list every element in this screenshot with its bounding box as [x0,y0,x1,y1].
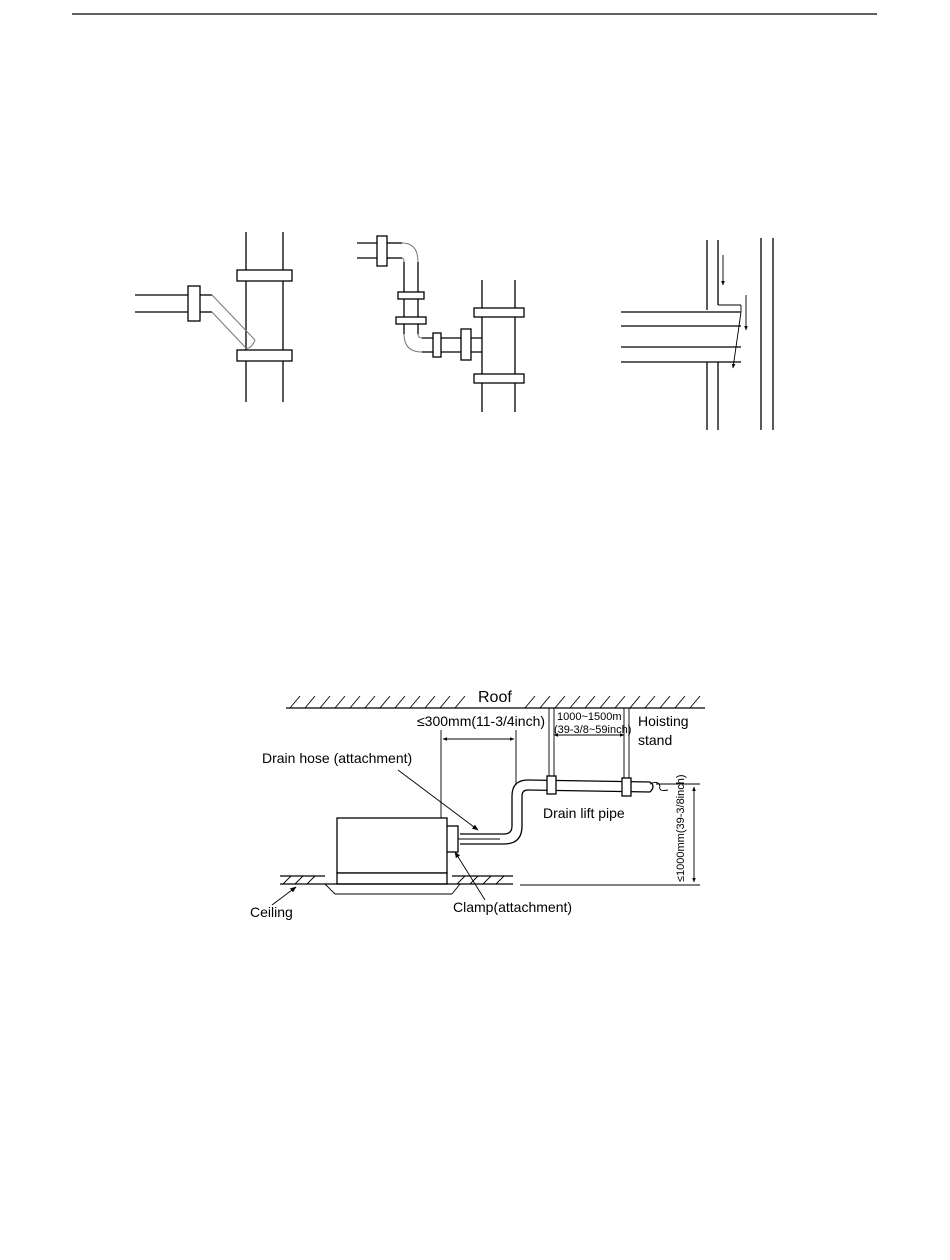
lift-height-label: ≤1000mm(39-3/8inch) [675,774,687,882]
ceiling-label: Ceiling [250,904,293,920]
drain-lift-pipe-label: Drain lift pipe [543,805,625,821]
pipe-joint-figure-1 [135,232,292,402]
clamp-label: Clamp(attachment) [453,899,572,915]
hose-length-label: ≤300mm(11-3/4inch) [417,713,545,729]
hoisting-stand-label-2: stand [638,732,672,748]
roof-label: Roof [478,689,512,706]
drain-installation-diagram: Roof Hoisting stand 1000~1500m (39-3/8~5… [250,689,705,920]
hoisting-stand-label-1: Hoisting [638,713,689,729]
indoor-unit-body [337,818,447,873]
drain-hose-label: Drain hose (attachment) [262,750,412,766]
pipe-flow-figure-3 [621,238,773,430]
pipe-joint-figure-2 [357,236,524,412]
hanger-spacing-label-2: (39-3/8~59inch) [554,724,631,736]
indoor-unit-panel [337,873,447,884]
hanger-spacing-label-1: 1000~1500m [557,711,622,723]
